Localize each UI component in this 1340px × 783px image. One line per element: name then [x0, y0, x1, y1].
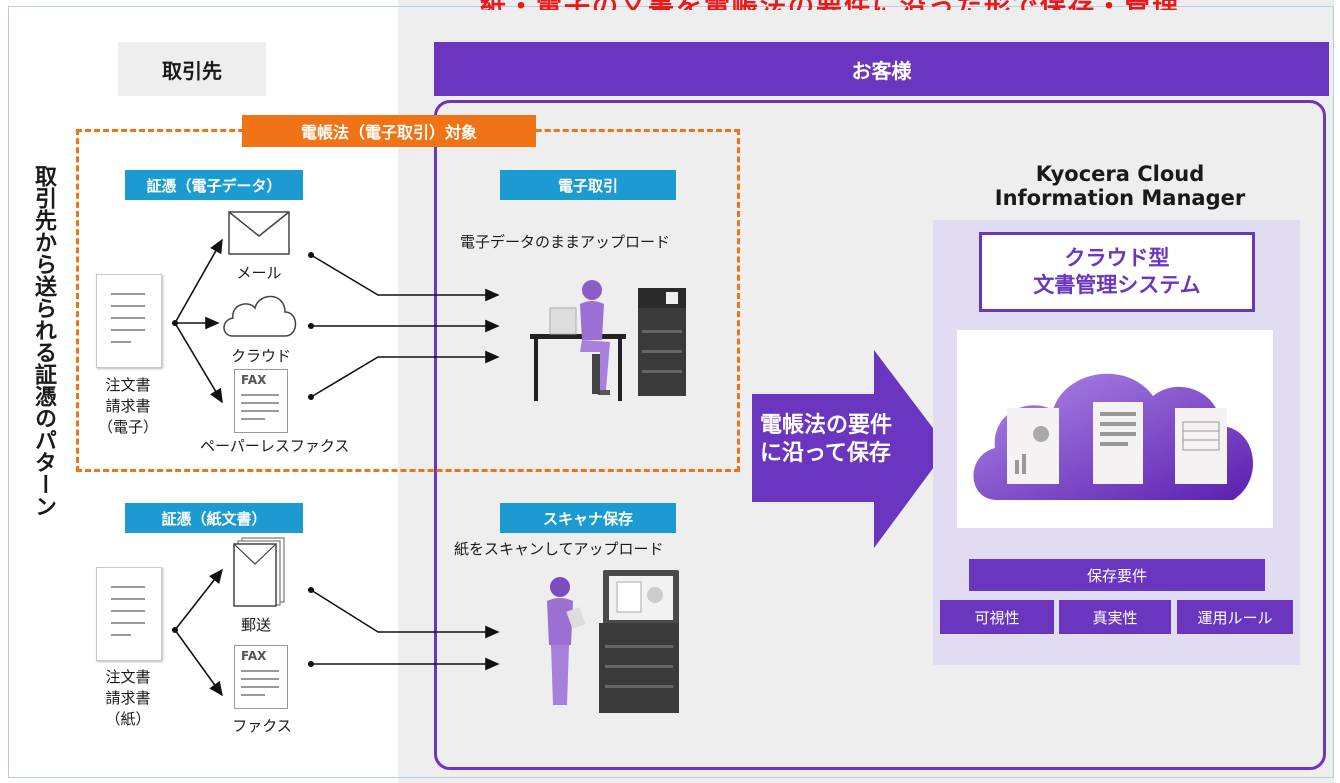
outer-frame — [8, 6, 1334, 778]
requirement-visibility: 可視性 — [940, 600, 1054, 634]
paper-document-text: 注文書請求書（紙） — [105, 668, 151, 728]
customer-header: お客様 — [434, 42, 1329, 96]
e-law-scope-label: 電帳法（電子取引）対象 — [242, 115, 536, 147]
storage-requirements-label: 保存要件 — [969, 559, 1265, 591]
scanner-save-description: 紙をスキャンしてアップロード — [454, 540, 664, 558]
fax-label: ファクス — [232, 717, 292, 735]
electronic-document-text: 注文書請求書（電子） — [97, 376, 158, 436]
requirement-authenticity: 真実性 — [1059, 600, 1171, 634]
partner-header: 取引先 — [118, 42, 266, 96]
paper-evidence-label: 証憑（紙文書） — [125, 503, 303, 533]
big-arrow-text: 電帳法の要件に沿って保存 — [760, 413, 893, 466]
customer-frame — [434, 100, 1326, 770]
electronic-evidence-label: 証憑（電子データ） — [125, 170, 303, 200]
paperless-fax-icon: FAX — [234, 369, 288, 433]
postal-label: 郵送 — [240, 616, 271, 634]
paperless-fax-label: ペーパーレスファクス — [200, 437, 350, 455]
scanning-worker-illustration — [547, 570, 679, 713]
cloud-icon — [223, 295, 297, 337]
envelope-icon — [233, 537, 285, 607]
office-worker-illustration — [530, 280, 686, 401]
cloud-label: クラウド — [230, 347, 291, 365]
cloud-documents-illustration — [957, 330, 1273, 528]
vertical-title: 取引先から送られる証憑のパターン — [31, 165, 56, 517]
paper-document-icon — [96, 567, 162, 661]
mail-icon — [228, 211, 290, 255]
requirement-operation-rules: 運用ルール — [1177, 600, 1293, 634]
top-banner: 紙・電子の文書を電帳法の要件に沿った形で保存・管理 — [480, 0, 1260, 10]
scanner-save-label: スキャナ保存 — [500, 503, 676, 533]
e-transaction-label: 電子取引 — [500, 170, 676, 200]
kcim-system-title: クラウド型文書管理システム — [979, 232, 1255, 312]
big-arrow — [752, 350, 948, 548]
mail-label: メール — [236, 264, 282, 282]
e-transaction-description: 電子データのままアップロード — [460, 233, 671, 251]
electronic-document-icon — [96, 274, 162, 368]
fax-icon: FAX — [234, 645, 288, 709]
